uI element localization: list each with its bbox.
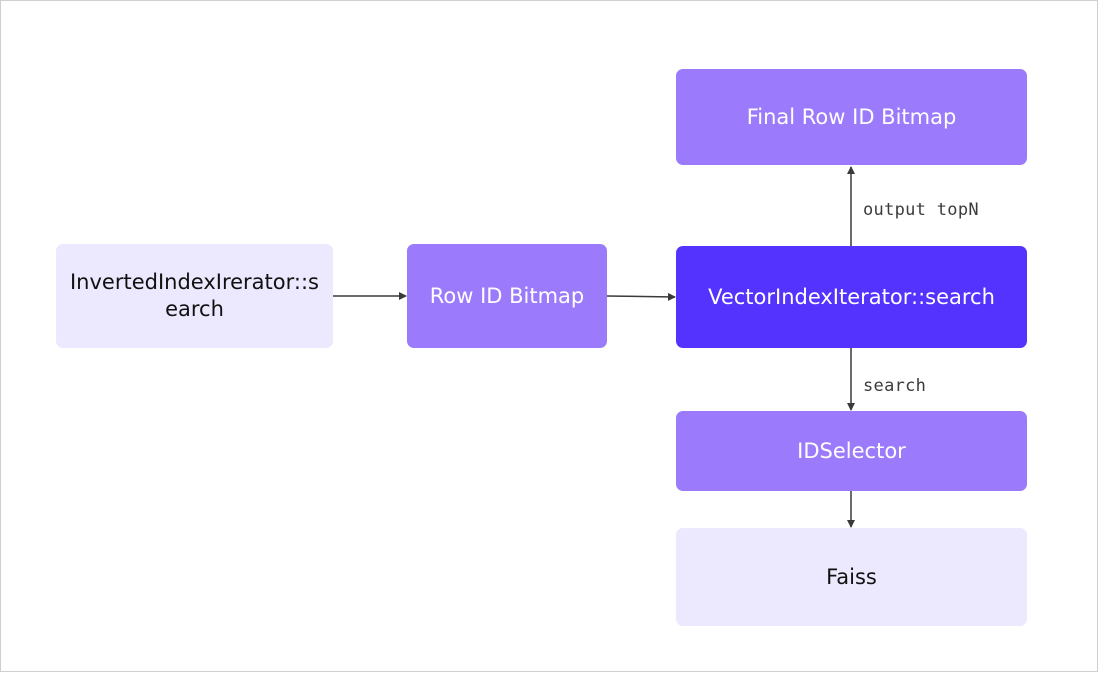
node-vector-index-iterator-label: VectorIndexIterator::search: [708, 284, 995, 309]
edge-label-output-topn: output topN: [863, 200, 979, 220]
node-faiss: Faiss: [676, 528, 1027, 626]
node-final-row-id-bitmap: Final Row ID Bitmap: [676, 69, 1027, 165]
node-faiss-label: Faiss: [826, 564, 877, 589]
edge-bitmap-to-vector: [606, 292, 676, 301]
node-inverted-index-iterator: InvertedIndexIrerator::s earch: [56, 244, 333, 348]
node-row-id-bitmap-label: Row ID Bitmap: [429, 283, 585, 308]
node-inverted-index-iterator-label: InvertedIndexIrerator::s earch: [69, 270, 319, 321]
node-vector-index-iterator: VectorIndexIterator::search: [676, 246, 1027, 348]
node-row-id-bitmap: Row ID Bitmap: [407, 244, 607, 348]
edge-label-search: search: [863, 376, 927, 396]
node-id-selector-label: IDSelector: [797, 438, 906, 463]
node-id-selector: IDSelector: [676, 411, 1027, 491]
node-final-row-id-bitmap-label: Final Row ID Bitmap: [746, 104, 957, 129]
